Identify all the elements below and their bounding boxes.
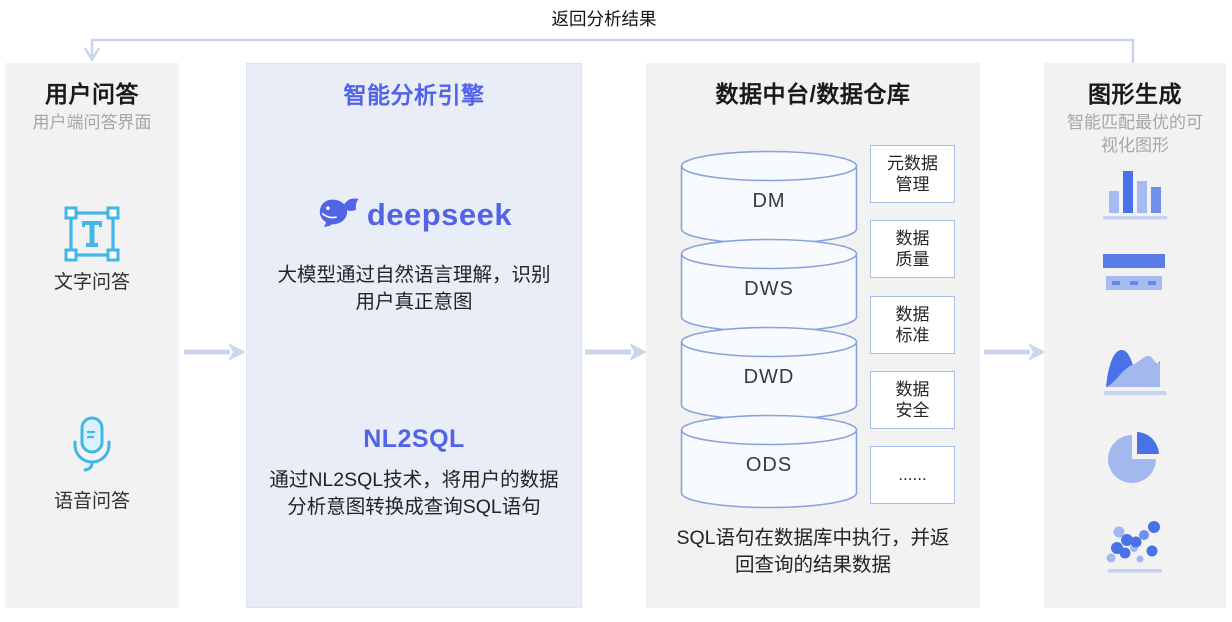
voice-qa-label: 语音问答	[53, 491, 130, 512]
governance-box-quality: 数据 质量	[870, 220, 955, 278]
deepseek-whale-icon	[316, 195, 360, 234]
return-flow-label: 返回分析结果	[551, 9, 657, 29]
text-box-icon	[63, 205, 121, 268]
pie-chart-icon	[1106, 428, 1164, 486]
db-layer-label: DWD	[743, 366, 795, 388]
scatter-chart-icon	[1104, 519, 1166, 577]
governance-box-metadata: 元数据 管理	[870, 145, 955, 203]
return-flow-arrow	[84, 38, 1135, 63]
governance-box-security: 数据 安全	[870, 371, 955, 429]
flow-arrow-warehouse-to-chart	[984, 343, 1046, 361]
flow-arrow-engine-to-warehouse	[585, 343, 647, 361]
governance-box-more: ......	[870, 446, 955, 504]
nlu-description: 大模型通过自然语言理解，识别 用户真正意图	[277, 264, 551, 314]
chart-panel-title: 图形生成	[1088, 81, 1182, 107]
db-cylinder-dwd: DWD	[680, 326, 858, 422]
panel-analysis-engine: 智能分析引擎 deepseek 大模型通过自然语言理解，识别 用户真正意图 NL…	[246, 63, 582, 608]
nl2sql-description: 通过NL2SQL技术，将用户的数据 分析意图转换成查询SQL语句	[269, 469, 559, 519]
user-panel-title: 用户问答	[45, 81, 139, 107]
warehouse-panel-title: 数据中台/数据仓库	[715, 81, 911, 107]
db-layer-label: DM	[752, 190, 786, 212]
nl2sql-title: NL2SQL	[363, 425, 465, 453]
text-qa-label: 文字问答	[53, 272, 130, 293]
governance-box-standard: 数据 标准	[870, 296, 955, 354]
warehouse-footer: SQL语句在数据库中执行，并返 回查询的结果数据	[676, 527, 950, 577]
db-cylinder-dws: DWS	[680, 238, 858, 334]
db-cylinder-ods: ODS	[680, 414, 858, 510]
db-layer-label: ODS	[745, 454, 793, 476]
user-panel-subtitle: 用户端问答界面	[32, 113, 152, 132]
panel-data-warehouse: 数据中台/数据仓库 DM DWS DWD	[646, 63, 980, 608]
db-cylinder-dm: DM	[680, 150, 858, 246]
panel-user-qa: 用户问答 用户端问答界面 文字问答 语音问答	[5, 63, 179, 608]
db-layer-label: DWS	[744, 278, 794, 300]
panel-chart-generation: 图形生成 智能匹配最优的可 视化图形	[1044, 63, 1226, 608]
engine-panel-title: 智能分析引擎	[343, 82, 485, 108]
area-chart-icon	[1102, 343, 1168, 397]
table-icon	[1101, 252, 1169, 294]
deepseek-wordmark: deepseek	[366, 196, 513, 232]
microphone-icon	[67, 416, 117, 481]
bar-chart-icon	[1103, 163, 1167, 221]
chart-panel-subtitle: 智能匹配最优的可 视化图形	[1067, 113, 1203, 155]
deepseek-logo: deepseek	[247, 195, 581, 234]
flow-arrow-user-to-engine	[184, 343, 246, 361]
